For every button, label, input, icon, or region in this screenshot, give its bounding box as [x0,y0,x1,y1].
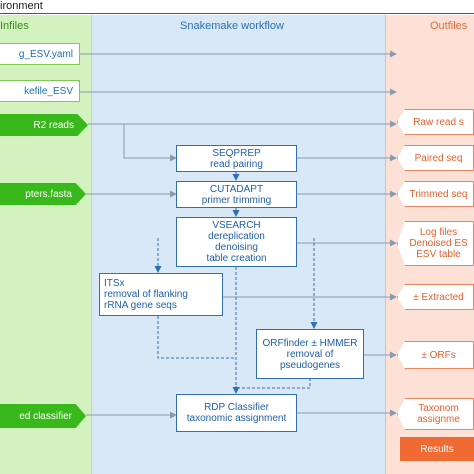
cutadapt-title: CUTADAPT [209,183,264,195]
rdp-sub: taxonomic assignment [186,413,287,424]
cutadapt-sub: primer trimming [201,194,272,206]
trimmed-seqs-label: Trimmed seq [409,188,468,200]
adapters-input-box: pters.fasta [0,183,86,205]
rdp-title: RDP Classifier [204,402,269,413]
reads-input-label: R2 reads [33,119,74,131]
vsearch-line: dereplication [208,231,265,242]
itsx-line: removal of flanking [104,289,188,300]
classifier-input-box: ed classifier [0,404,86,428]
vsearch-line: table creation [206,253,267,264]
paired-seqs-label: Paired seq [414,152,463,164]
snakefile-label: kefile_ESV [24,85,73,97]
trimmed-seqs-output: Trimmed seq [397,181,474,207]
taxonomy-line: Taxonom [418,403,459,414]
extracted-label: ± Extracted [413,291,464,303]
orffinder-line: removal of [286,348,334,360]
vsearch-output: Log files Denoised ES ESV table [397,221,474,266]
classifier-input-label: ed classifier [19,410,72,422]
itsx-step: ITSx removal of flanking rRNA gene seqs [99,273,223,316]
snakefile-box: kefile_ESV [0,80,80,102]
config-file-box: g_ESV.yaml [0,43,80,65]
extracted-output: ± Extracted [397,284,474,310]
rdp-classifier-step: RDP Classifier taxonomic assignment [176,394,297,432]
vsearch-output-line: Denoised ES [409,238,468,249]
itsx-title: ITSx [104,278,125,289]
vsearch-output-line: ESV table [416,249,461,260]
workflow-title: Snakemake workflow [180,20,284,32]
config-file-label: g_ESV.yaml [18,48,73,60]
cutadapt-step: CUTADAPT primer trimming [176,181,297,208]
outfiles-title: Outfiles [430,20,468,32]
reads-input-box: R2 reads [0,114,88,136]
seqprep-sub: read pairing [210,158,263,170]
environment-label: ironment [0,0,43,12]
vsearch-step: VSEARCH dereplication denoising table cr… [176,217,297,267]
vsearch-line: denoising [215,242,258,253]
vsearch-output-line: Log files [419,227,458,238]
itsx-line: rRNA gene seqs [104,300,177,311]
raw-reads-label: Raw read s [413,116,464,128]
orfs-label: ± ORFs [421,349,456,361]
orffinder-step: ORFfinder ± HMMER removal of pseudogenes [256,329,364,379]
raw-reads-output: Raw read s [397,109,474,135]
orffinder-title: ORFfinder ± HMMER [262,337,358,349]
vsearch-title: VSEARCH [212,220,261,231]
adapters-input-label: pters.fasta [25,188,72,200]
environment-header: ironment [0,0,474,14]
orffinder-line: pseudogenes [279,359,341,371]
seqprep-step: SEQPREP read pairing [176,145,297,172]
infiles-title: Infiles [0,20,29,32]
orfs-output: ± ORFs [397,341,474,369]
results-label: Results [420,443,454,455]
paired-seqs-output: Paired seq [397,145,474,171]
taxonomy-line: assignme [417,414,460,425]
taxonomy-output: Taxonom assignme [397,398,474,430]
results-output: Results [400,437,474,461]
seqprep-title: SEQPREP [212,147,261,159]
